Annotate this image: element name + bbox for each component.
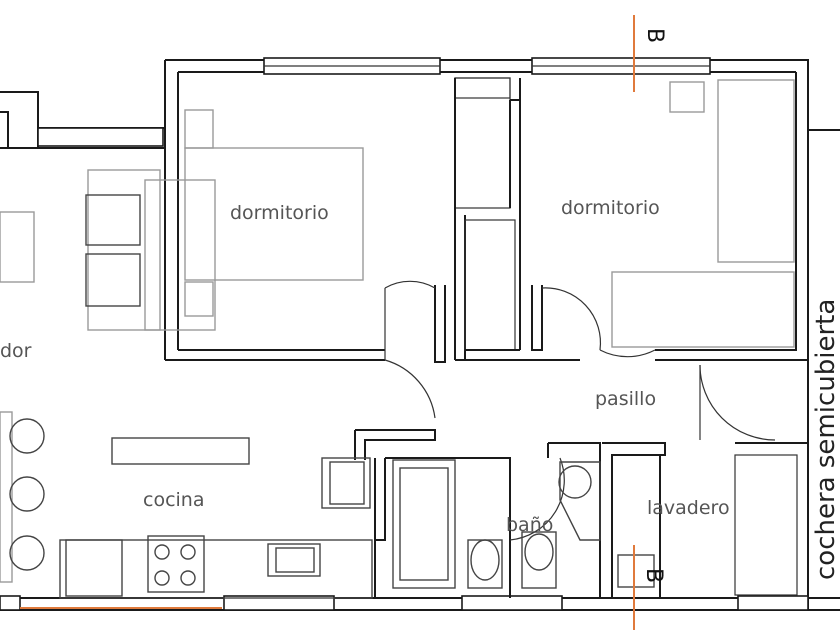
section-line-b <box>20 15 635 630</box>
section-mark-top: B <box>642 28 667 43</box>
label-pasillo: pasillo <box>595 388 656 410</box>
label-dormitorio-2: dormitorio <box>561 197 660 219</box>
label-bano: baño <box>506 514 553 536</box>
label-cochera: cochera semicubierta <box>811 299 840 580</box>
label-lavadero: lavadero <box>647 497 730 519</box>
doors <box>384 280 776 541</box>
label-dormitorio-1: dormitorio <box>230 202 329 224</box>
label-comedor: dor <box>0 340 32 362</box>
room-labels: dormitorio dormitorio dor cocina pasillo… <box>0 28 840 583</box>
section-mark-bottom: B <box>641 568 666 583</box>
interior-walls <box>165 77 808 599</box>
furniture <box>0 79 795 599</box>
label-cocina: cocina <box>143 489 204 511</box>
windows <box>0 57 809 611</box>
